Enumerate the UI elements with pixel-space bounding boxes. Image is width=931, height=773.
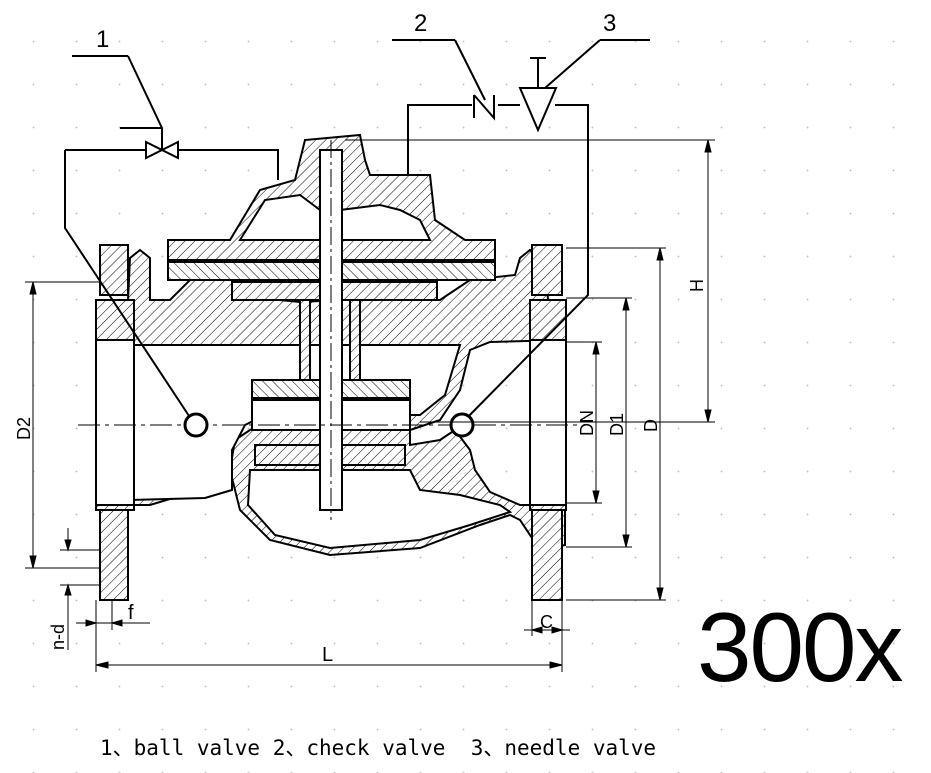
dim-d: D (641, 419, 661, 432)
left-flange-top (99, 244, 129, 296)
dim-f: f (128, 602, 134, 624)
left-port (183, 412, 209, 438)
callout-1: 1 (96, 26, 109, 53)
pilot-tube (65, 149, 279, 180)
needle-valve-symbol (518, 87, 558, 133)
model-number: 300x (697, 592, 904, 702)
dim-nd: n-d (48, 624, 68, 650)
dim-l: L (322, 644, 333, 666)
right-flange-bottom (531, 509, 563, 601)
right-flange-top (531, 244, 563, 296)
check-valve-symbol (473, 94, 495, 121)
dim-d1: D1 (607, 413, 627, 436)
left-flange-bottom (99, 509, 129, 601)
right-port (449, 412, 475, 438)
dimension-lines (25, 139, 715, 672)
callout-2: 2 (414, 10, 427, 37)
legend: 1、ball valve 2、check valve 3、needle valv… (100, 736, 657, 760)
dim-d2: D2 (14, 417, 34, 440)
dim-c: C (540, 612, 553, 632)
callout-3: 3 (603, 10, 616, 37)
dim-dn: DN (577, 410, 597, 436)
dim-h: H (687, 279, 707, 292)
